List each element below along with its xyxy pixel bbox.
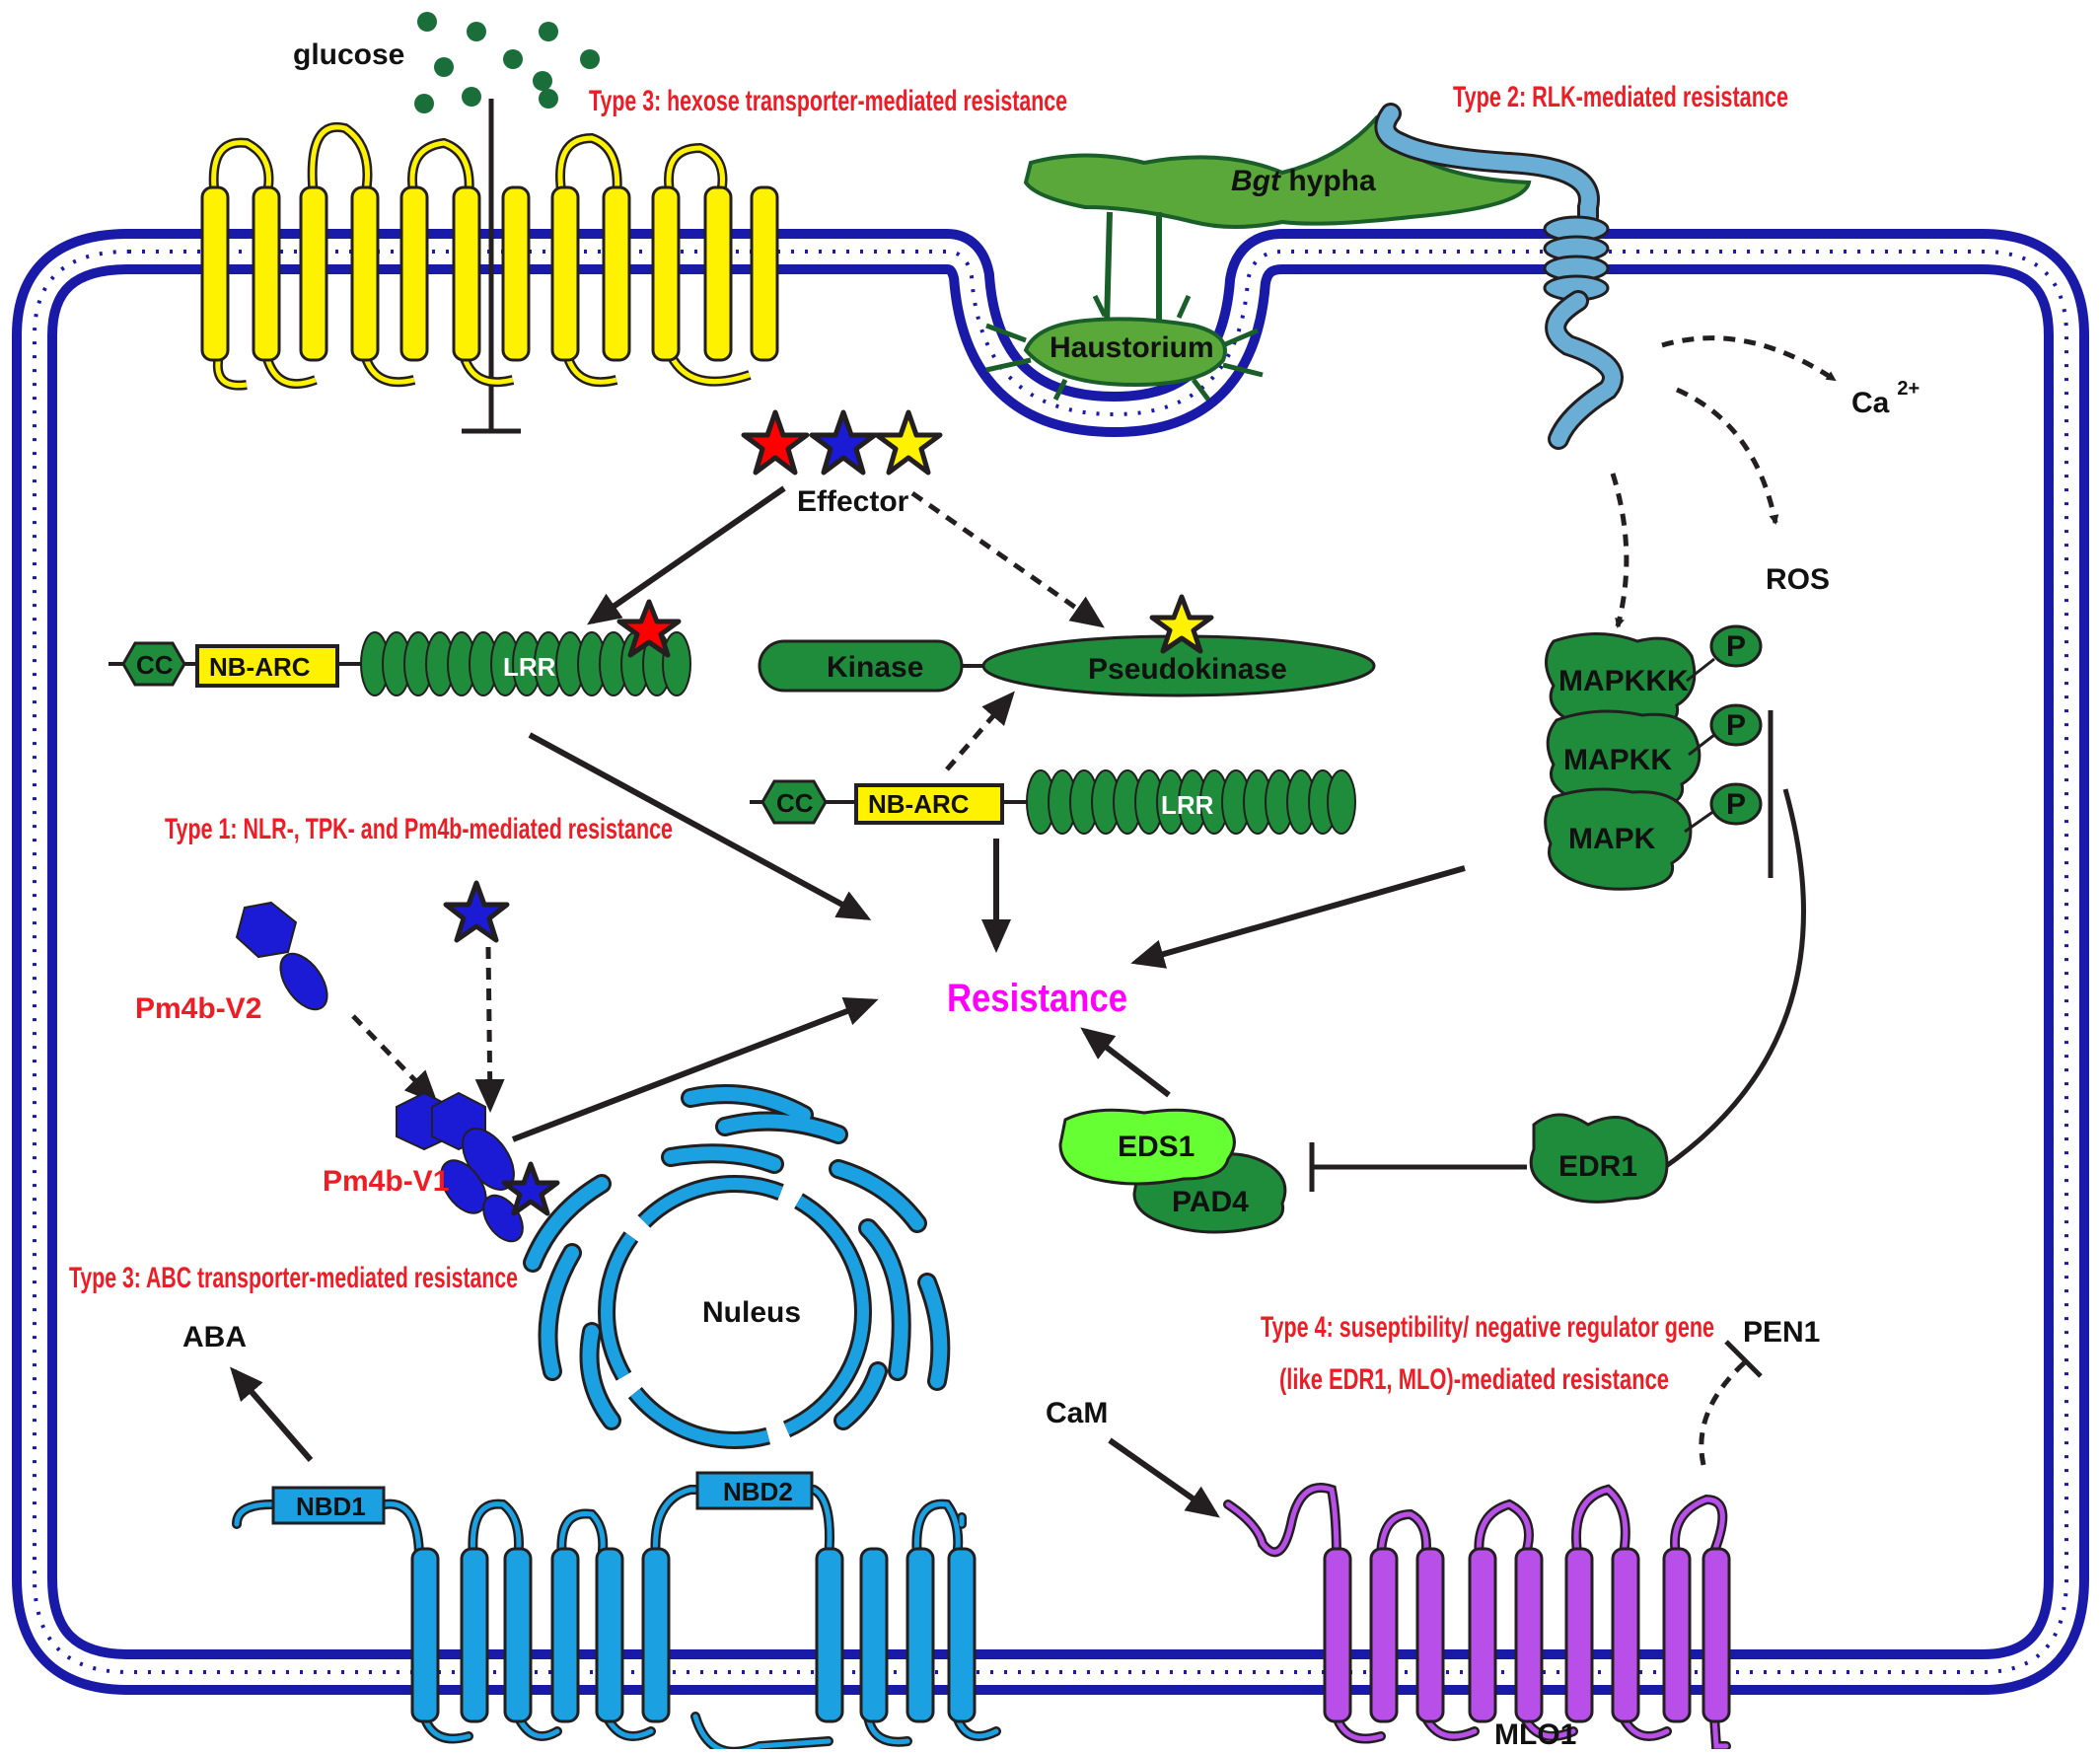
lrr-label-2: LRR (1161, 790, 1214, 820)
nbarc-domain-2 (854, 783, 1004, 825)
bgt-hypha-label: Bgt hypha (1231, 165, 1376, 197)
edr1-inhibits-mapk (1660, 710, 1806, 1172)
haustorium-label: Haustorium (1050, 331, 1214, 364)
glucose-molecules (414, 12, 600, 113)
hexose-transporter (200, 121, 779, 391)
cam-label: CaM (1046, 1397, 1108, 1429)
nbd1-domain (271, 1486, 386, 1525)
endoplasmic-reticulum (523, 1084, 951, 1430)
p-label-2: P (1726, 709, 1746, 742)
pad4-label: PAD4 (1172, 1186, 1249, 1218)
cc-domain-2 (760, 779, 828, 825)
type4-label-line1: Type 4: suseptibility/ negative regulato… (1261, 1311, 1714, 1344)
lrr-label-1: LRR (503, 652, 556, 682)
star-red (741, 409, 810, 475)
star-blue (809, 409, 878, 475)
nucleus-label: Nuleus (702, 1296, 801, 1329)
cam-to-mlo-arrow (1108, 1437, 1220, 1518)
cc-label-1: CC (136, 650, 174, 680)
nlr-protein-1 (109, 599, 691, 696)
pm4b-v2-label: Pm4b-V2 (135, 992, 261, 1025)
phospho-1 (1709, 624, 1763, 668)
p-label-3: P (1726, 788, 1746, 821)
nbd2-domain (695, 1471, 814, 1510)
cell-membrane (11, 229, 2089, 1695)
glucose-block-arrow (462, 99, 521, 434)
type3-hexose-label: Type 3: hexose transporter-mediated resi… (589, 85, 1067, 117)
pen1-label: PEN1 (1743, 1316, 1820, 1349)
eds1-label: EDS1 (1118, 1131, 1195, 1163)
tpk-protein (758, 594, 1376, 697)
pm4b-v2 (235, 901, 328, 1011)
nucleus (598, 1175, 872, 1449)
type4-label-line2: (like EDR1, MLO)-mediated resistance (1279, 1363, 1669, 1396)
ros-label: ROS (1766, 563, 1830, 596)
pseudokinase-label: Pseudokinase (1088, 653, 1287, 686)
rlk-receptor (1374, 103, 1624, 450)
nbarc-label-1: NB-ARC (209, 652, 311, 682)
abc-to-aba-arrow (230, 1366, 314, 1462)
effector-arrows (587, 485, 1105, 628)
star-red-bound (616, 599, 682, 658)
pm4b-v1-label: Pm4b-V1 (323, 1165, 449, 1198)
star-yellow (874, 409, 943, 475)
phospho-3 (1709, 782, 1763, 826)
mlo-protein (1223, 1483, 1731, 1751)
edr1 (1529, 1113, 1669, 1204)
mapkkk-label: MAPKKK (1558, 665, 1689, 697)
mapkk-shape (1546, 709, 1702, 812)
kinase-label: Kinase (827, 651, 923, 684)
bgt-hypha (1023, 114, 1532, 327)
nbarc-domain-1 (195, 644, 339, 688)
type2-label: Type 2: RLK-mediated resistance (1453, 81, 1788, 113)
pm4b-v1-complex (396, 1091, 560, 1243)
star-to-pm4b-arrow (474, 946, 505, 1113)
mapk-label: MAPK (1568, 823, 1656, 855)
p-label-1: P (1726, 630, 1746, 663)
nbarc-label-2: NB-ARC (868, 789, 970, 819)
mapk-cascade (1544, 624, 1763, 891)
edr1-inhibits-pad4 (1309, 1142, 1527, 1192)
rlk-signal-arrows (1610, 335, 1837, 628)
effector-stars (741, 409, 943, 475)
star-blue-free (443, 880, 510, 943)
star-yellow-bound (1149, 594, 1214, 654)
glucose-label: glucose (293, 38, 404, 71)
type1-label: Type 1: NLR-, TPK- and Pm4b-mediated res… (165, 813, 673, 845)
resistance-arrows (511, 732, 1466, 1142)
aba-label: ABA (182, 1321, 247, 1353)
effector-label: Effector (797, 485, 909, 518)
haustorium (985, 294, 1264, 402)
type3-abc-label: Type 3: ABC transporter-mediated resista… (69, 1262, 518, 1294)
mapkk-label: MAPKK (1563, 744, 1672, 776)
phospho-2 (1709, 703, 1763, 747)
nlr2-to-pseudokinase-arrow (945, 691, 1015, 771)
mlo1-label: MLO1 (1494, 1718, 1576, 1749)
cc-domain-1 (121, 641, 186, 687)
resistance-label: Resistance (947, 977, 1127, 1020)
kinase-domain (758, 639, 964, 693)
eds1 (1058, 1108, 1236, 1186)
nbd2-label: NBD2 (723, 1477, 793, 1506)
mapk-shape (1544, 787, 1693, 891)
cc-label-2: CC (776, 788, 814, 818)
nlr-protein-2 (750, 769, 1356, 835)
edr1-label: EDR1 (1558, 1150, 1637, 1183)
nbd1-label: NBD1 (296, 1492, 366, 1521)
mlo-inhibits-pen1 (1699, 1340, 1763, 1466)
pm4b-v2-arrow (351, 1014, 439, 1105)
